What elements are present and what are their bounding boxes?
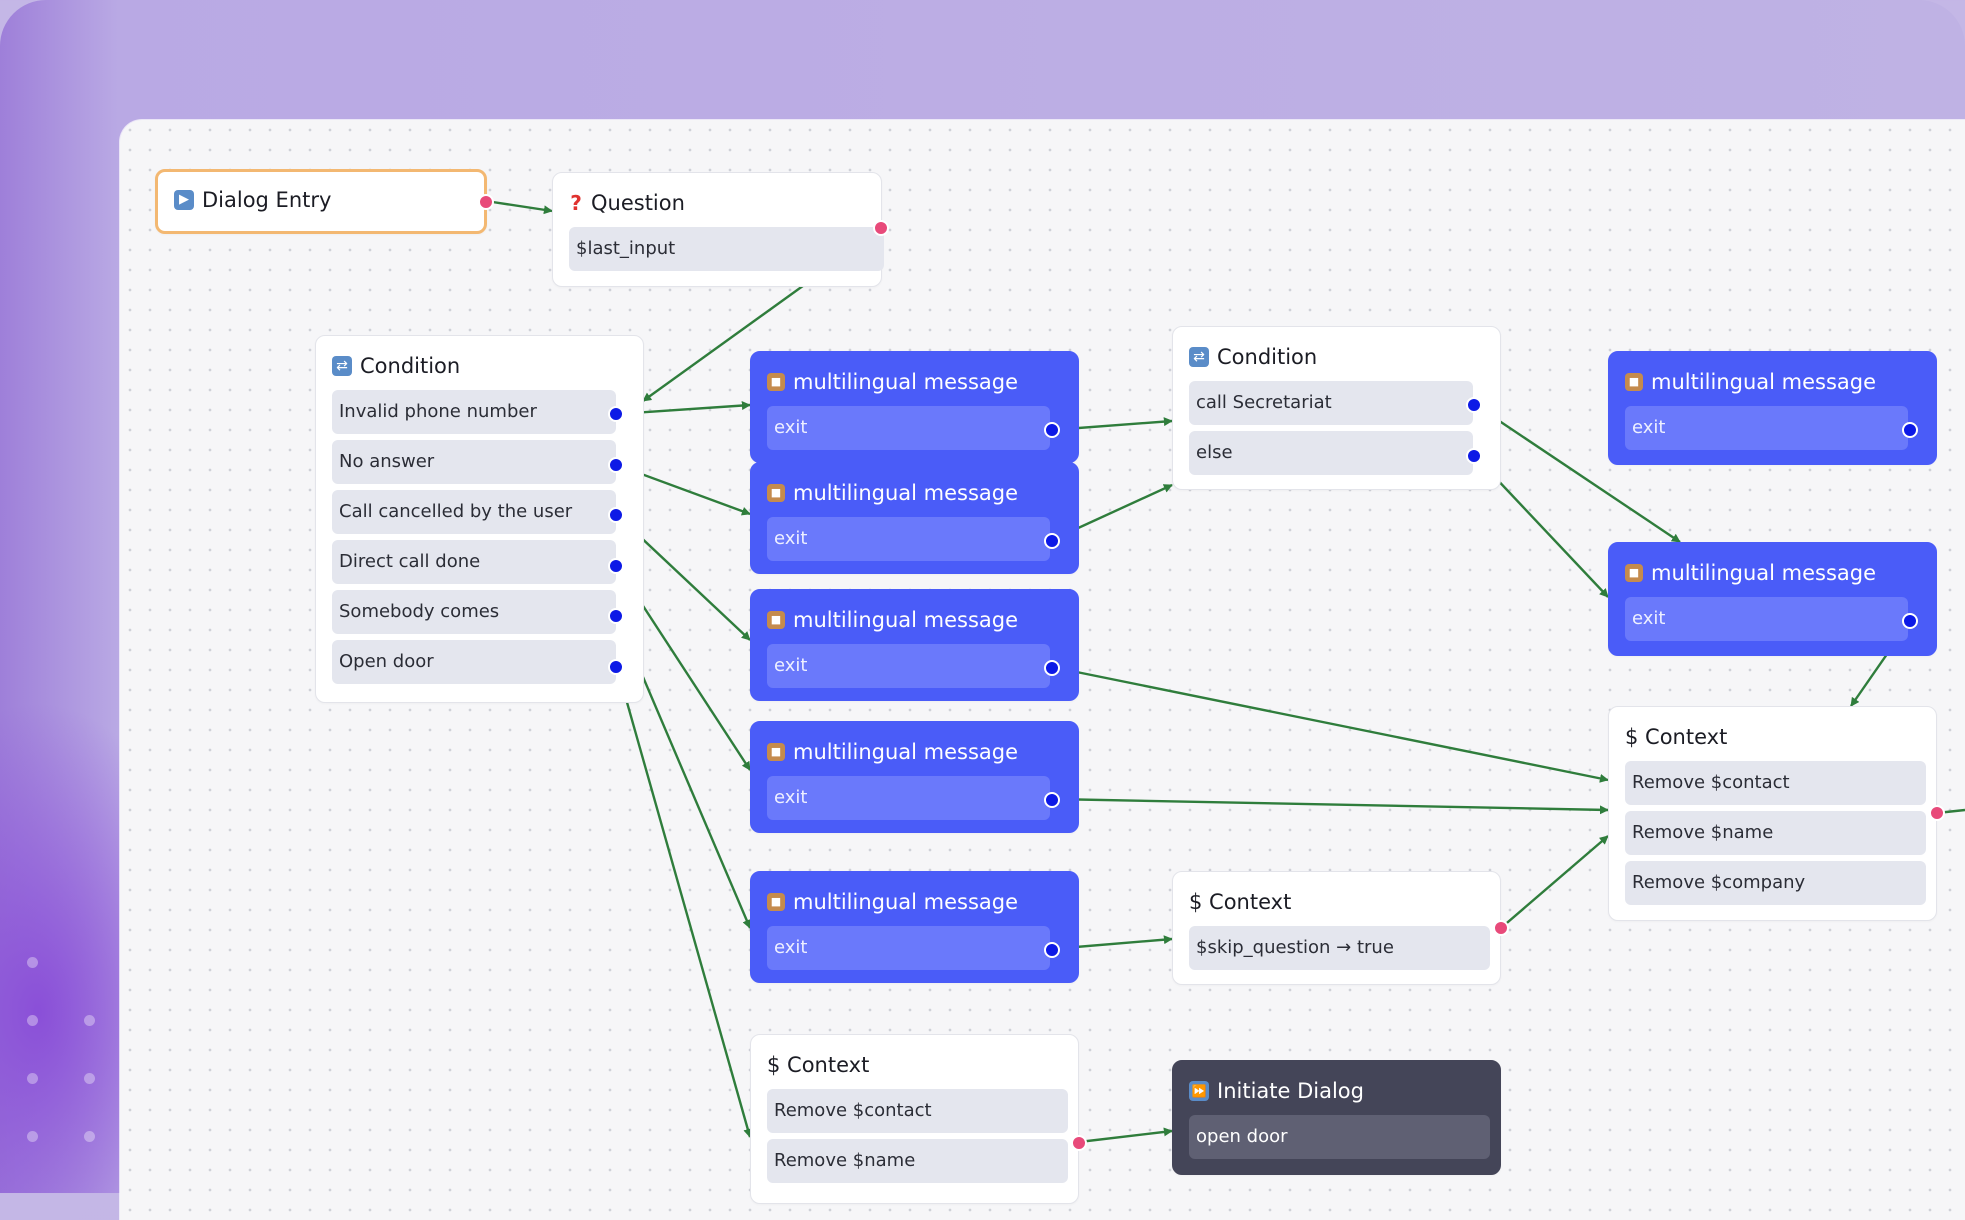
node-title: multilingual message [793, 481, 1019, 505]
decorative-dot [27, 1015, 38, 1026]
node-title: multilingual message [793, 608, 1019, 632]
question-node[interactable]: ? Question $last_input [552, 172, 889, 287]
multilingual-message-node[interactable]: ■ multilingual message exit [750, 351, 1079, 463]
package-icon: ■ [767, 893, 785, 911]
node-title: multilingual message [1651, 561, 1877, 585]
message-exit[interactable]: exit [1625, 406, 1908, 450]
node-title: $ Context [767, 1053, 870, 1077]
output-port[interactable] [1902, 422, 1918, 438]
multilingual-message-node[interactable]: ■ multilingual message exit [750, 462, 1079, 574]
node-title: multilingual message [1651, 370, 1877, 394]
node-title: multilingual message [793, 740, 1019, 764]
decorative-dot [27, 1073, 38, 1084]
output-port[interactable] [608, 457, 624, 473]
package-icon: ■ [1625, 373, 1643, 391]
condition-branch[interactable]: else [1189, 431, 1473, 475]
multilingual-message-node[interactable]: ■ multilingual message exit [750, 871, 1079, 983]
package-icon: ■ [1625, 564, 1643, 582]
condition-branch[interactable]: Direct call done [332, 540, 616, 584]
decorative-dot [27, 957, 38, 968]
context-action[interactable]: Remove $contact [767, 1089, 1068, 1133]
context-action[interactable]: Remove $name [1625, 811, 1926, 855]
output-port[interactable] [608, 406, 624, 422]
context-action[interactable]: $skip_question → true [1189, 926, 1490, 970]
message-exit[interactable]: exit [767, 517, 1050, 561]
condition-branch[interactable]: Open door [332, 640, 616, 684]
message-exit[interactable]: exit [767, 644, 1050, 688]
output-port[interactable] [1493, 920, 1509, 936]
context-action[interactable]: Remove $company [1625, 861, 1926, 905]
initiate-dialog-node[interactable]: ⏩ Initiate Dialog open door [1172, 1060, 1501, 1175]
package-icon: ■ [767, 743, 785, 761]
package-icon: ■ [767, 484, 785, 502]
node-title: multilingual message [793, 370, 1019, 394]
output-port[interactable] [1044, 942, 1060, 958]
output-port[interactable] [608, 558, 624, 574]
output-port[interactable] [1071, 1135, 1087, 1151]
condition-branch[interactable]: Somebody comes [332, 590, 616, 634]
node-title: Dialog Entry [202, 188, 332, 212]
context-node[interactable]: $ Context Remove $contact Remove $name R… [1608, 706, 1945, 921]
condition-node[interactable]: ⇄ Condition Invalid phone number No answ… [315, 335, 644, 703]
message-exit[interactable]: exit [767, 406, 1050, 450]
output-port[interactable] [1929, 805, 1945, 821]
output-port[interactable] [608, 608, 624, 624]
decorative-dot [84, 1073, 95, 1084]
output-port[interactable] [608, 659, 624, 675]
output-port[interactable] [1902, 613, 1918, 629]
multilingual-message-node[interactable]: ■ multilingual message exit [1608, 351, 1937, 465]
question-variable: $last_input [569, 227, 884, 271]
shuffle-icon: ⇄ [1189, 347, 1209, 367]
package-icon: ■ [767, 611, 785, 629]
dialog-target[interactable]: open door [1189, 1115, 1490, 1159]
node-title: Question [591, 191, 685, 215]
output-port[interactable] [1044, 792, 1060, 808]
dialog-entry-node[interactable]: ▶ Dialog Entry [155, 169, 494, 234]
output-port[interactable] [478, 194, 494, 210]
context-node[interactable]: $ Context $skip_question → true [1172, 871, 1509, 985]
shuffle-icon: ⇄ [332, 356, 352, 376]
fast-forward-icon: ⏩ [1189, 1081, 1209, 1101]
output-port[interactable] [873, 220, 889, 236]
node-title: $ Context [1625, 725, 1728, 749]
decorative-dot [84, 1015, 95, 1026]
node-title: Condition [360, 354, 461, 378]
condition-branch[interactable]: Invalid phone number [332, 390, 616, 434]
multilingual-message-node[interactable]: ■ multilingual message exit [1608, 542, 1937, 656]
multilingual-message-node[interactable]: ■ multilingual message exit [750, 721, 1079, 833]
output-port[interactable] [1466, 397, 1482, 413]
message-exit[interactable]: exit [1625, 597, 1908, 641]
node-title: multilingual message [793, 890, 1019, 914]
node-title: $ Context [1189, 890, 1292, 914]
output-port[interactable] [1044, 533, 1060, 549]
multilingual-message-node[interactable]: ■ multilingual message exit [750, 589, 1079, 701]
decorative-dot [84, 1131, 95, 1142]
condition-branch[interactable]: call Secretariat [1189, 381, 1473, 425]
context-action[interactable]: Remove $name [767, 1139, 1068, 1183]
question-mark-icon: ? [570, 191, 582, 215]
condition-node[interactable]: ⇄ Condition call Secretariat else [1172, 326, 1501, 490]
decorative-dot [27, 1131, 38, 1142]
output-port[interactable] [608, 507, 624, 523]
condition-branch[interactable]: No answer [332, 440, 616, 484]
package-icon: ■ [767, 373, 785, 391]
play-icon: ▶ [174, 190, 194, 210]
node-title: Condition [1217, 345, 1318, 369]
context-action[interactable]: Remove $contact [1625, 761, 1926, 805]
message-exit[interactable]: exit [767, 776, 1050, 820]
node-title: Initiate Dialog [1217, 1079, 1364, 1103]
message-exit[interactable]: exit [767, 926, 1050, 970]
output-port[interactable] [1044, 660, 1060, 676]
condition-branch[interactable]: Call cancelled by the user [332, 490, 616, 534]
output-port[interactable] [1466, 448, 1482, 464]
context-node[interactable]: $ Context Remove $contact Remove $name [750, 1034, 1087, 1204]
output-port[interactable] [1044, 422, 1060, 438]
